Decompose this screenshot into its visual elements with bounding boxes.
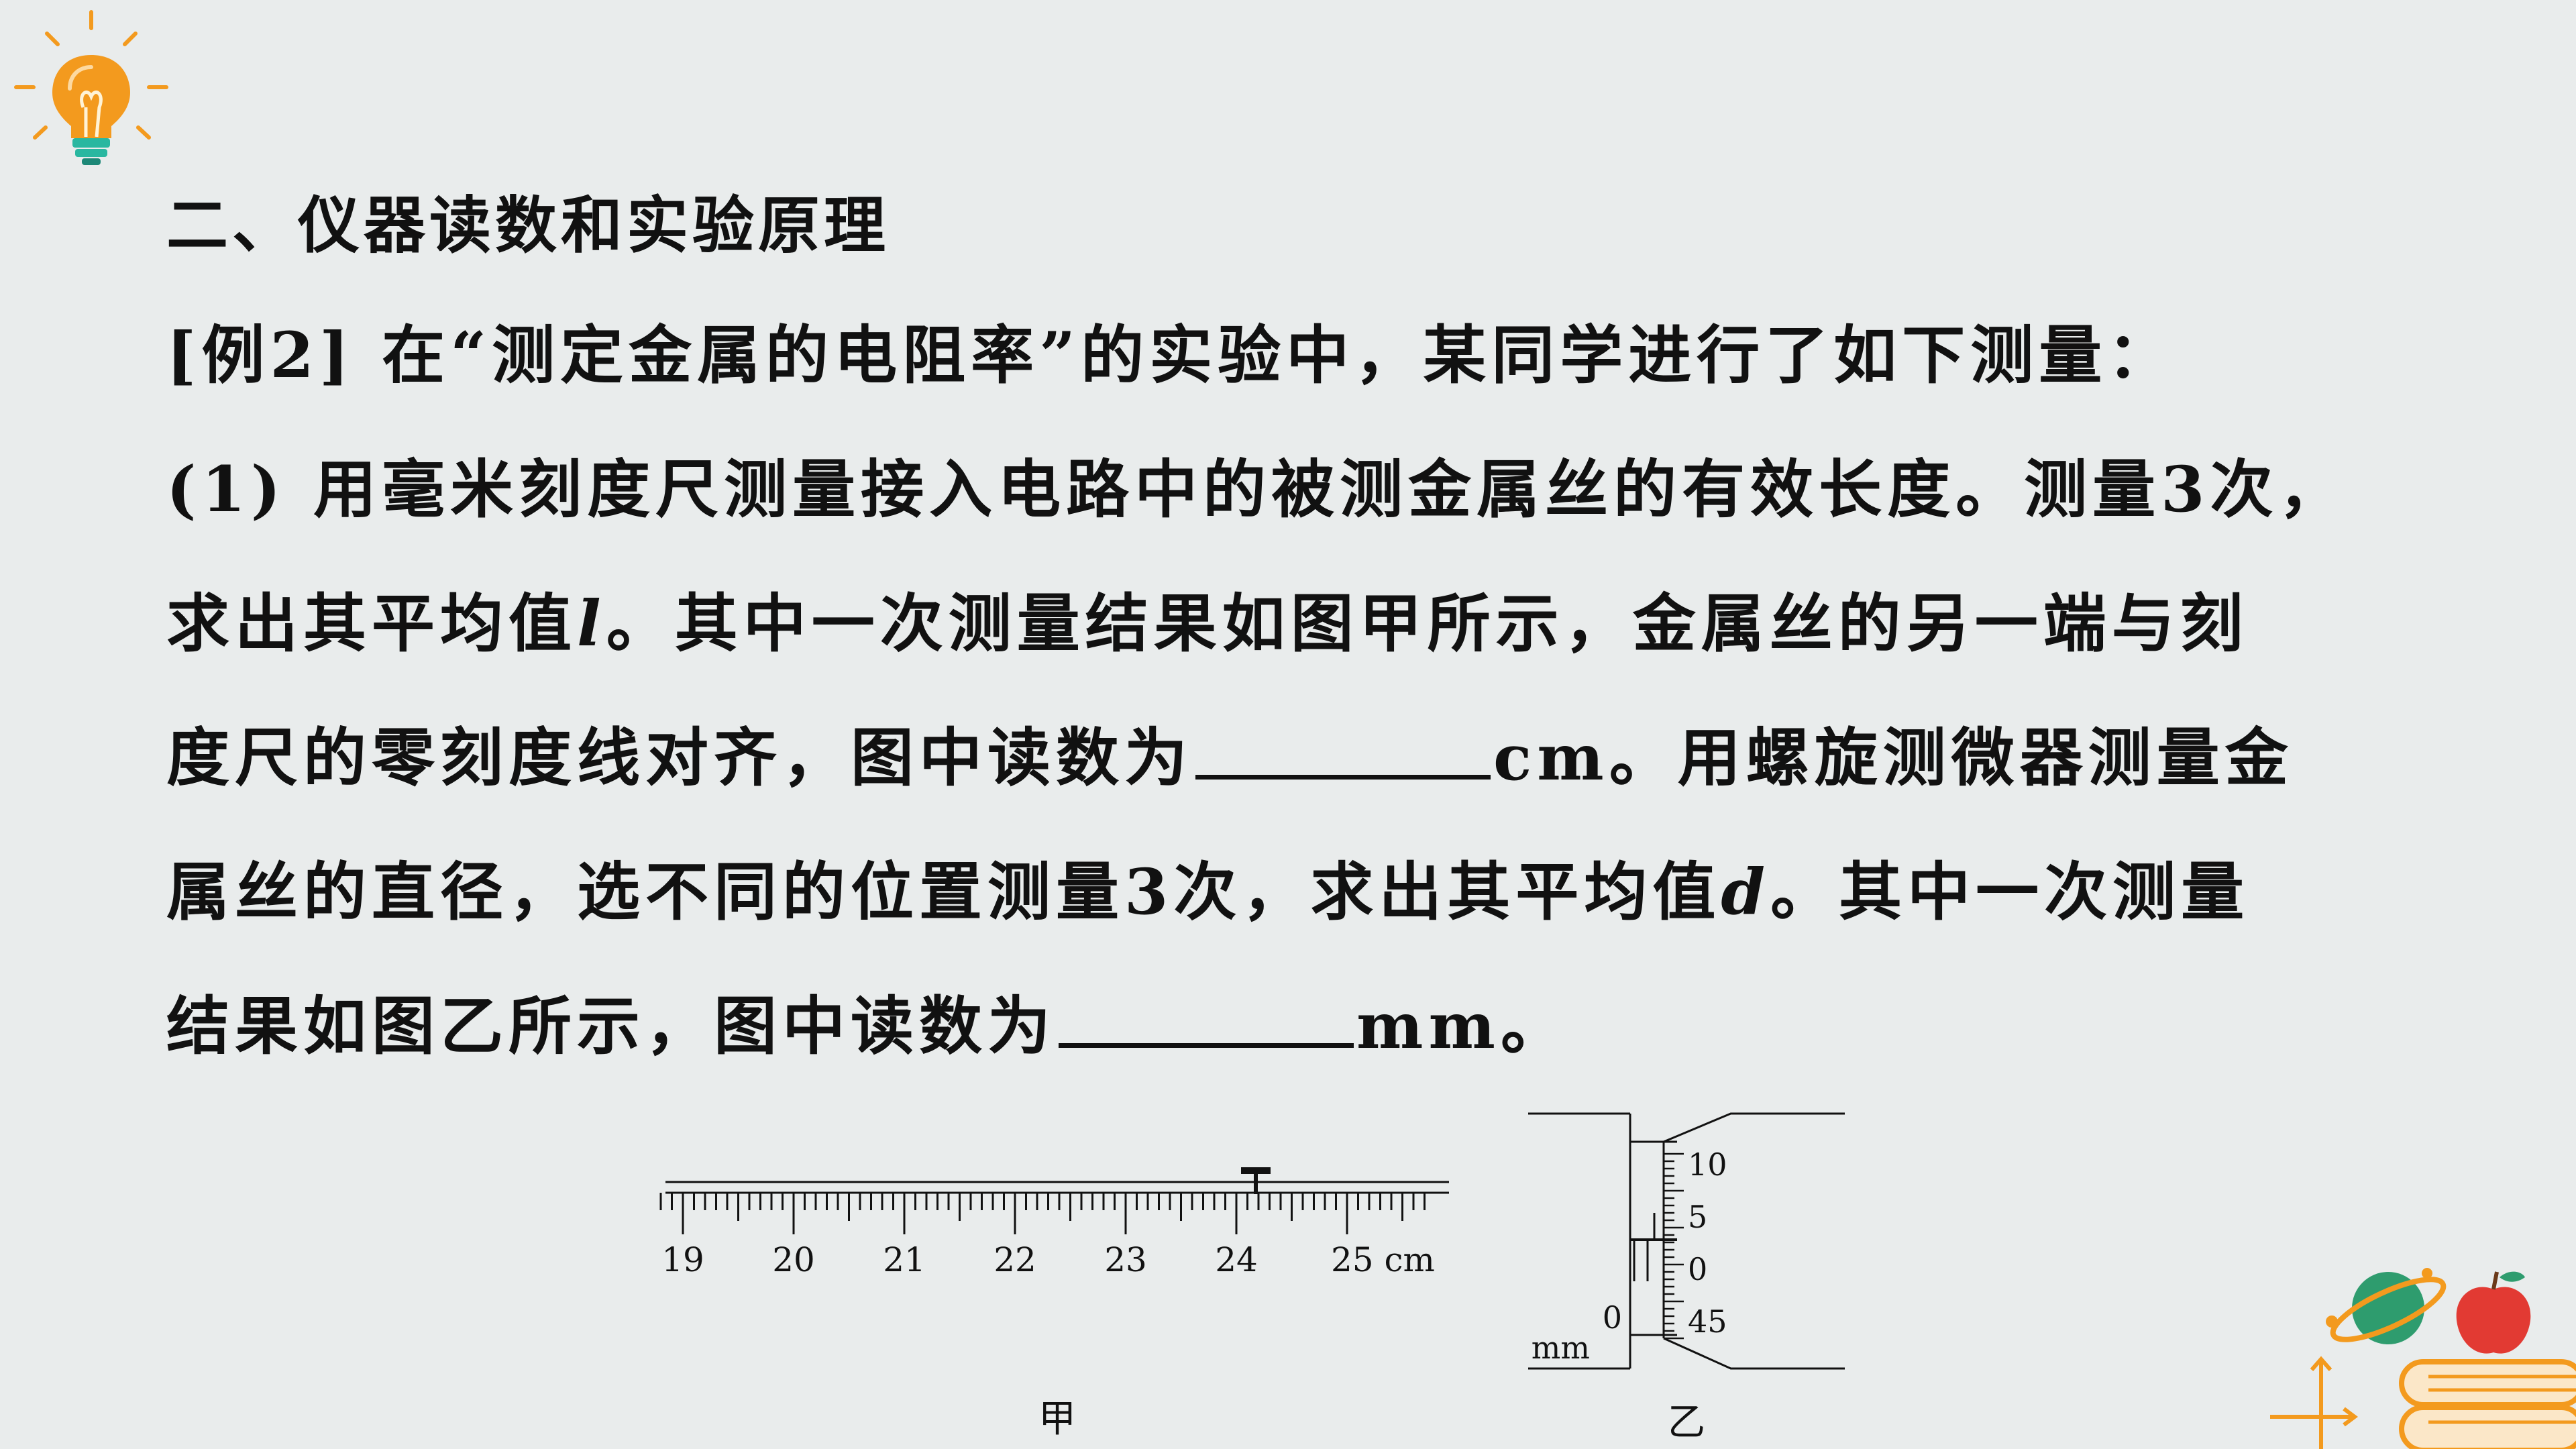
text-segment: 属丝的直径，选不同的位置测量3次，求出其平均值 — [166, 855, 1721, 929]
problem-line-4: 度尺的零刻度线对齐，图中读数为 cm。用螺旋测微器测量金 — [166, 691, 2555, 825]
lightbulb-icon — [14, 10, 168, 165]
thimble-ticks — [1664, 1152, 1684, 1340]
ruler-labels: 19 20 21 22 23 24 25 cm — [661, 1240, 1435, 1279]
answer-blank-length[interactable] — [1195, 728, 1491, 780]
text-segment: 结果如图乙所示，图中读数为 — [166, 989, 1057, 1063]
text-segment: 求出其平均值 — [166, 587, 578, 661]
text-segment: 度尺的零刻度线对齐，图中读数为 — [166, 721, 1193, 795]
ruler-tick-label: 19 — [661, 1240, 704, 1279]
figure-b-caption: 乙 — [1668, 1401, 1705, 1444]
problem-line-6: 结果如图乙所示，图中读数为 mm。 — [166, 959, 2555, 1093]
text-segment: 。其中一次测量结果如图甲所示，金属丝的另一端与刻 — [606, 587, 2249, 661]
thimble-label: 10 — [1688, 1146, 1727, 1183]
problem-line-2: (1) 用毫米刻度尺测量接入电路中的被测金属丝的有效长度。测量3次， — [166, 453, 2347, 527]
text-segment: cm。用螺旋测微器测量金 — [1493, 721, 2294, 795]
ruler-tick-label: 21 — [883, 1240, 926, 1279]
apple-icon — [2456, 1271, 2531, 1354]
planet-icon — [2326, 1268, 2447, 1344]
text-segment: mm。 — [1356, 989, 1569, 1063]
unit-label: mm — [1532, 1330, 1590, 1366]
ruler-tick-label: 24 — [1215, 1240, 1258, 1279]
corner-decoration — [2270, 1268, 2576, 1449]
wire-end-marker — [1241, 1167, 1271, 1194]
thimble-label: 45 — [1688, 1303, 1727, 1340]
sleeve-zero-label: 0 — [1603, 1299, 1622, 1336]
problem-line-1: [例2] 在“测定金属的电阻率”的实验中，某同学进行了如下测量： — [166, 319, 2176, 392]
sleeve-ticks — [1633, 1213, 1656, 1281]
problem-line-3: 求出其平均值l。其中一次测量结果如图甲所示，金属丝的另一端与刻 — [166, 557, 2555, 691]
book-icon — [2399, 1359, 2576, 1449]
micrometer-figure: 0 mm 10 5 0 45 — [1528, 1112, 1845, 1370]
variable-l: l — [577, 587, 606, 661]
ruler-tick-label: 25 cm — [1331, 1240, 1435, 1279]
ruler-ticks — [659, 1193, 1426, 1234]
thimble-labels: 10 5 0 45 — [1688, 1146, 1727, 1340]
thimble-label: 5 — [1688, 1199, 1707, 1235]
variable-d: d — [1721, 855, 1771, 929]
figure-a-caption: 甲 — [1038, 1397, 1076, 1441]
section-heading: 二、仪器读数和实验原理 — [166, 189, 890, 262]
thimble-label: 0 — [1688, 1251, 1707, 1287]
ruler-tick-label: 23 — [1104, 1240, 1147, 1279]
answer-blank-diameter[interactable] — [1059, 996, 1354, 1048]
problem-text: [例2] 在“测定金属的电阻率”的实验中，某同学进行了如下测量： (1) 用毫米… — [166, 288, 2555, 1093]
ruler-tick-label: 22 — [994, 1240, 1036, 1279]
problem-line-5: 属丝的直径，选不同的位置测量3次，求出其平均值d。其中一次测量 — [166, 825, 2555, 959]
axes-icon — [2270, 1356, 2358, 1449]
ruler-figure: 19 20 21 22 23 24 25 cm — [659, 1167, 1449, 1279]
text-segment: 。其中一次测量 — [1770, 855, 2250, 929]
ruler-tick-label: 20 — [772, 1240, 815, 1279]
